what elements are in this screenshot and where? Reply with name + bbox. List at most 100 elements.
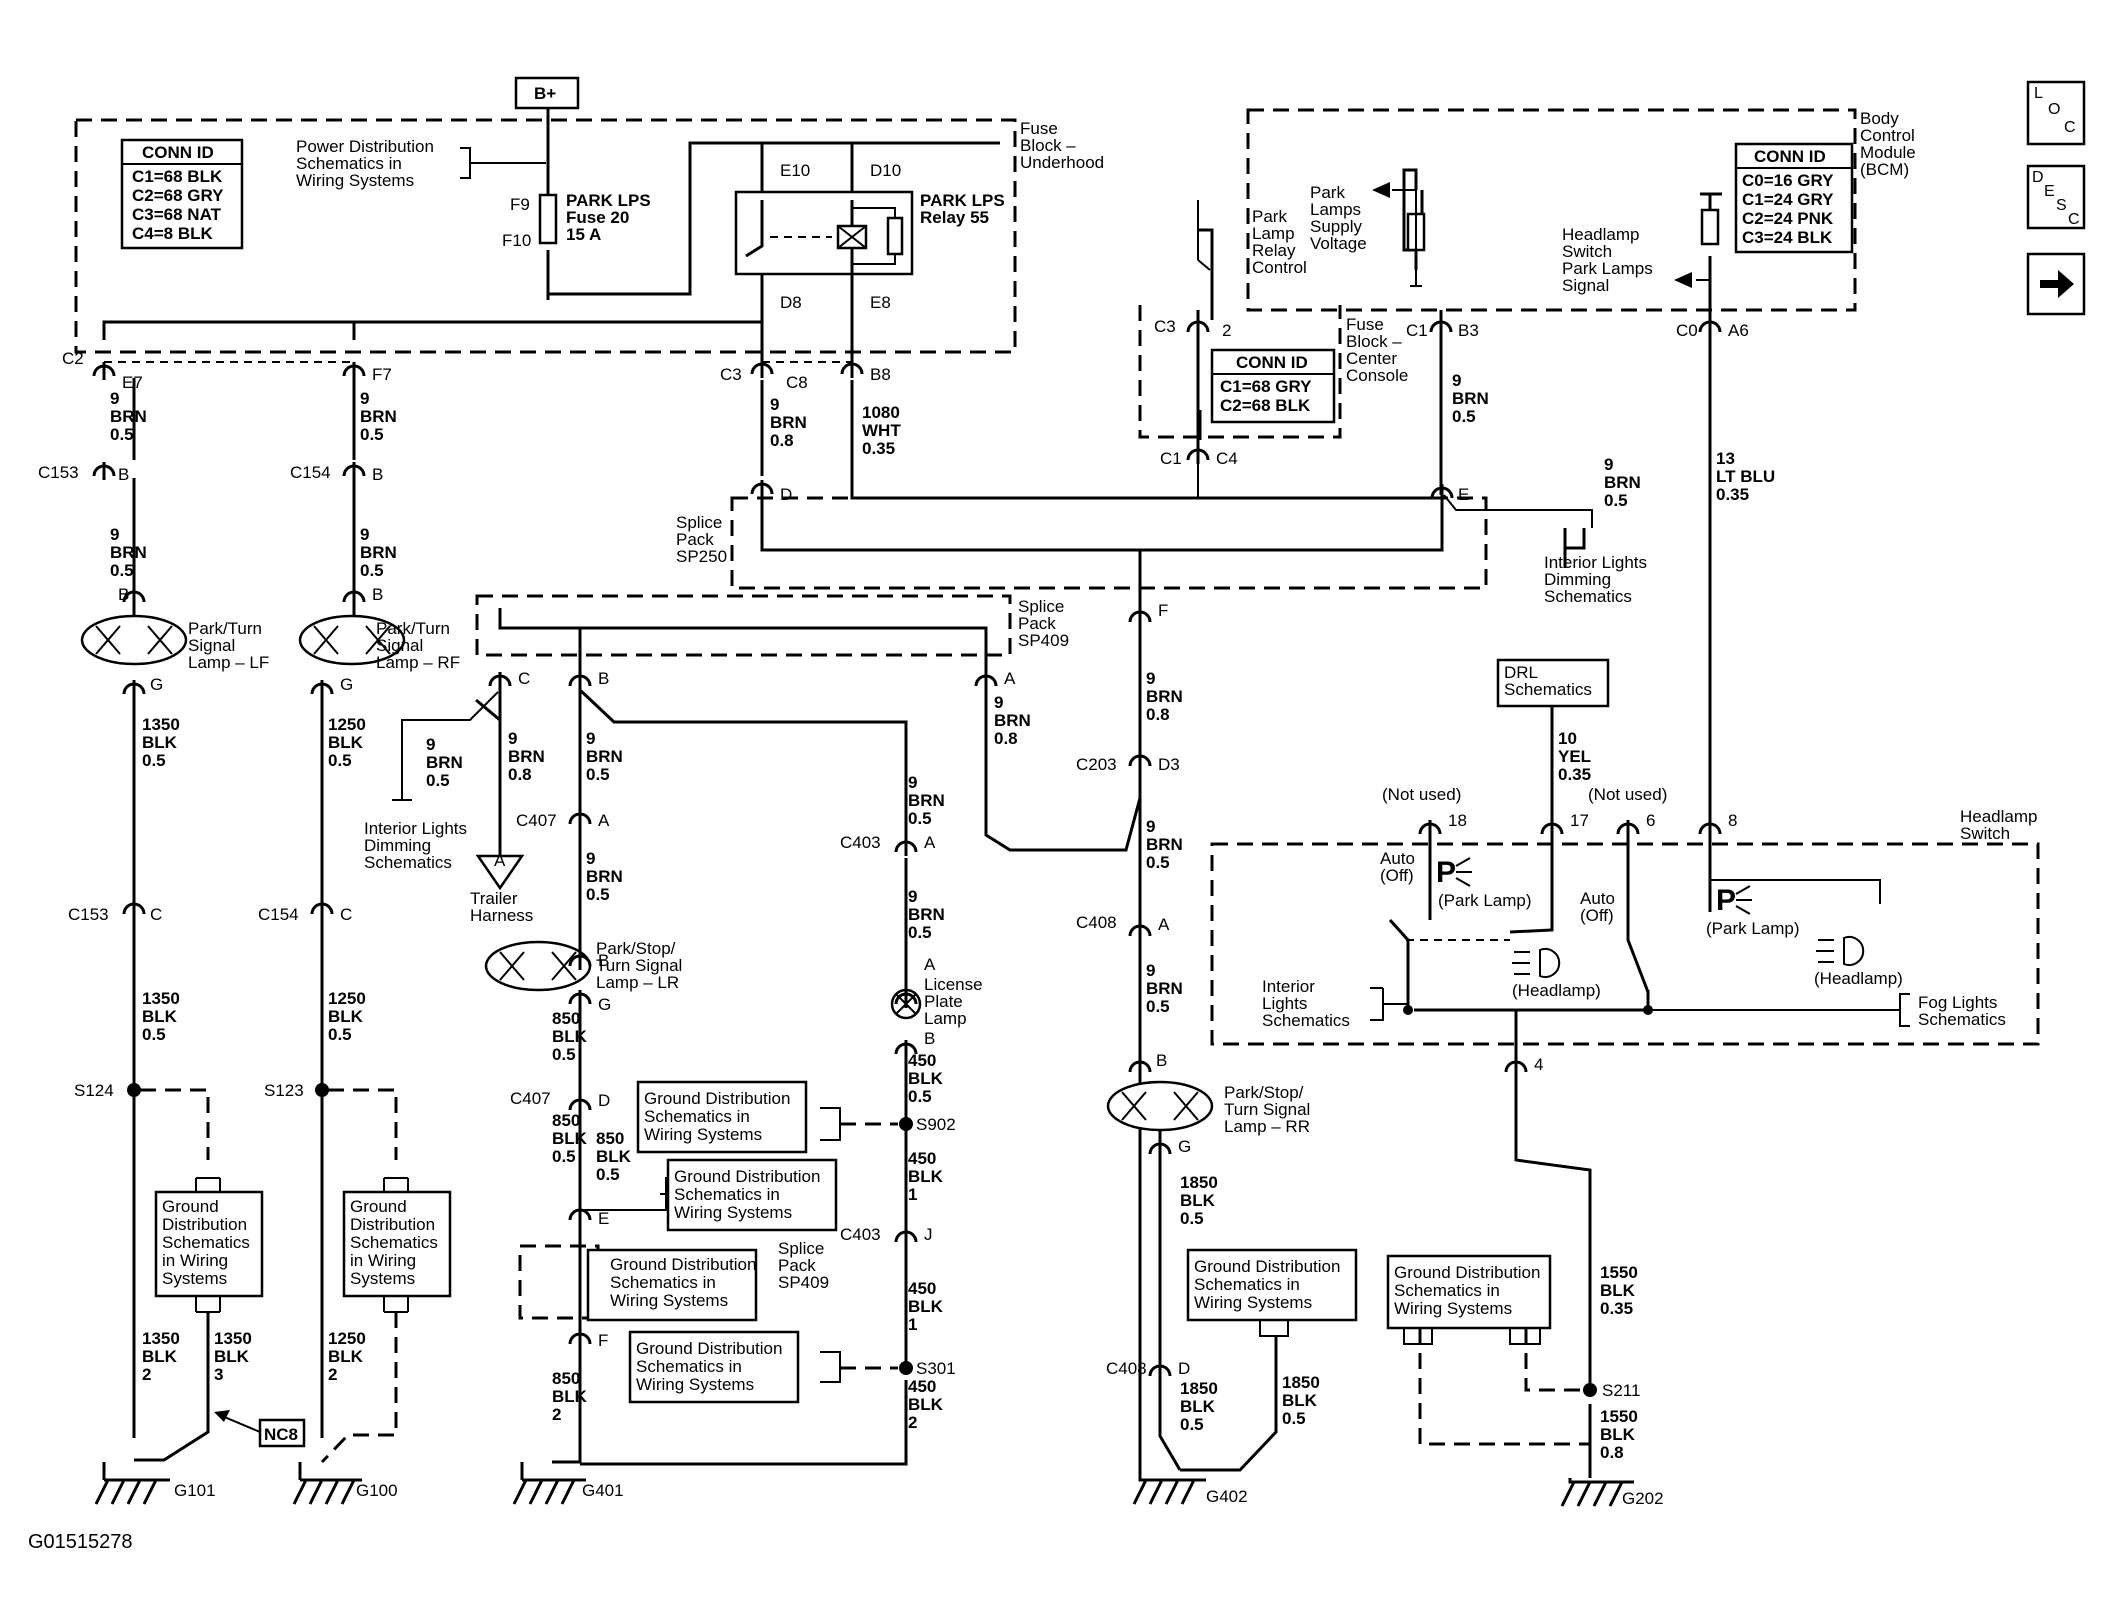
wire-label-line: BLK	[596, 1147, 632, 1166]
wire-label-line: BLK	[328, 733, 364, 752]
console-label-line: Center	[1346, 349, 1397, 368]
wire-label-line: 9	[110, 389, 119, 408]
gd-e-line: Ground Distribution	[674, 1167, 820, 1186]
fuse-label-line: PARK LPS	[566, 191, 651, 210]
wire-label-line: 9	[1146, 817, 1155, 836]
connector-label-left: C3	[1154, 317, 1176, 336]
wire-label-line: 0.5	[596, 1165, 620, 1184]
wire-label-line: 0.5	[586, 765, 610, 784]
bcm-label-line: Body	[1860, 109, 1899, 128]
console-label-line: Fuse	[1346, 315, 1384, 334]
fuse-pin-f9: F9	[510, 195, 530, 214]
gd-rf-line: Ground	[350, 1197, 407, 1216]
wire-label-line: BRN	[908, 905, 945, 924]
ground-g100: G100	[356, 1481, 398, 1500]
connector-label-right: J	[924, 1225, 933, 1244]
wire-label-line: BRN	[360, 407, 397, 426]
connector-label-left: C403	[840, 833, 881, 852]
wire-label-line: 1350	[142, 989, 180, 1008]
connector-label-left: C403	[840, 1225, 881, 1244]
wire-label-line: 1350	[142, 715, 180, 734]
park-lamp-symbol-1: P	[1436, 856, 1456, 889]
loc-letter: O	[2048, 101, 2060, 118]
wire-label-line: BLK	[1180, 1397, 1216, 1416]
wire-label-line: 1350	[214, 1329, 252, 1348]
wire-label-line: 9	[1604, 455, 1613, 474]
hl-switch-signal-line: Headlamp	[1562, 225, 1640, 244]
connector-label-right: C4	[1216, 449, 1238, 468]
park-lamp-label-1: (Park Lamp)	[1438, 891, 1532, 910]
connector-label-right: A	[924, 833, 936, 852]
connector-label-right: B	[372, 465, 383, 484]
connector-label-right: E	[598, 1209, 609, 1228]
next-button[interactable]	[2026, 252, 2086, 316]
loc-button[interactable]: LOC	[2026, 80, 2086, 146]
arrow-right-icon	[2040, 270, 2074, 298]
wire-label-line: 0.8	[508, 765, 532, 784]
gd-lf-line: Distribution	[162, 1215, 247, 1234]
lamp-rf-label-line: Signal	[376, 636, 423, 655]
connector-label-left: C407	[510, 1089, 551, 1108]
park-relay-ctrl-line: Control	[1252, 258, 1307, 277]
connector-label-right: A	[924, 955, 936, 974]
gd-lf-line: in Wiring	[162, 1251, 228, 1270]
wire-label-line: 0.5	[1282, 1409, 1306, 1428]
hl-switch-signal-line: Switch	[1562, 242, 1612, 261]
fog-sch-line: Schematics	[1918, 1010, 2006, 1029]
connector-label-right: F7	[372, 365, 392, 384]
wire-label-line: 9	[1146, 669, 1155, 688]
bcm-label-line: Control	[1860, 126, 1915, 145]
connector-label-right: E	[1458, 485, 1469, 504]
gd-lf-line: Systems	[162, 1269, 227, 1288]
hl-switch-signal-line: Park Lamps	[1562, 259, 1653, 278]
connector-label-right: A	[1004, 669, 1016, 688]
interior-dim2-line: Interior Lights	[1544, 553, 1647, 572]
desc-letter: S	[2056, 197, 2067, 214]
relay-pin-d10: D10	[870, 161, 901, 180]
wire-label-line: 0.35	[1558, 765, 1591, 784]
wire-label-line: BRN	[1452, 389, 1489, 408]
wire-label-line: 1080	[862, 403, 900, 422]
gd-301-line: Ground Distribution	[636, 1339, 782, 1358]
gd-lf-line: Schematics	[162, 1233, 250, 1252]
wire-label-line: 9	[908, 773, 917, 792]
connector-label-left: C408	[1076, 913, 1117, 932]
console-conn-title: CONN ID	[1236, 353, 1308, 372]
wire-label-line: LT BLU	[1716, 467, 1775, 486]
desc-letter: E	[2044, 183, 2055, 200]
wire-label-line: BRN	[994, 711, 1031, 730]
connector-label-right: 4	[1534, 1055, 1543, 1074]
wire-label-line: 0.5	[110, 561, 134, 580]
wire-label-line: 850	[552, 1369, 580, 1388]
park-lamp-symbol-2: P	[1716, 884, 1736, 917]
connector-label-right: 17	[1570, 811, 1589, 830]
relay-label-line: Relay 55	[920, 208, 989, 227]
fog-sch-line: Fog Lights	[1918, 993, 1997, 1012]
gd-211-line: Schematics in	[1394, 1281, 1500, 1300]
gd-902-line: Ground Distribution	[644, 1089, 790, 1108]
gd-301-line: Schematics in	[636, 1357, 742, 1376]
connector-label-right: B	[118, 465, 129, 484]
wire-label-line: 0.5	[552, 1045, 576, 1064]
wire-label-line: 0.8	[1600, 1443, 1624, 1462]
conn-underhood-lines-line: C1=68 BLK	[132, 167, 223, 186]
interior-dim1-line: Interior Lights	[364, 819, 467, 838]
wire-label-line: YEL	[1558, 747, 1591, 766]
lamp-lic-label-line: License	[924, 975, 983, 994]
wire-label-line: BLK	[908, 1395, 944, 1414]
ground-g101: G101	[174, 1481, 216, 1500]
sp250-label-line: SP250	[676, 547, 727, 566]
